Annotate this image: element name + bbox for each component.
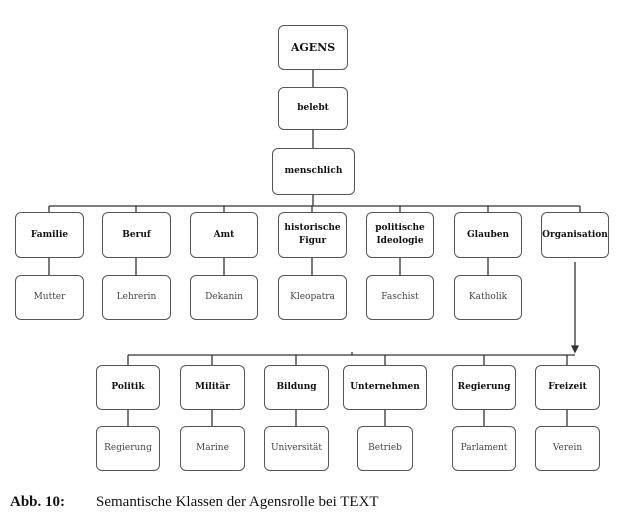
arrow-head (570, 345, 580, 354)
node-agens: AGENS (278, 25, 348, 70)
node-org-example: Verein (535, 426, 600, 471)
node-org-type: Politik (96, 365, 160, 410)
node-org-type: Freizeit (535, 365, 600, 410)
node-org-type: Unternehmen (343, 365, 427, 410)
node-org-type: Militär (180, 365, 245, 410)
node-class: historische Figur (278, 212, 347, 258)
node-example: Lehrerin (102, 275, 171, 320)
node-belebt: belebt (278, 87, 348, 130)
node-example: Mutter (15, 275, 84, 320)
node-example: Katholik (454, 275, 522, 320)
node-menschlich: menschlich (272, 148, 355, 195)
node-org-example: Marine (180, 426, 245, 471)
caption-text: Semantische Klassen der Agensrolle bei T… (96, 494, 379, 510)
node-example: Dekanin (190, 275, 258, 320)
node-example: Kleopatra (278, 275, 347, 320)
node-org-example: Regierung (96, 426, 160, 471)
node-org-example: Universität (264, 426, 329, 471)
node-org-type: Regierung (452, 365, 516, 410)
figure-caption: Abb. 10: Semantische Klassen der Agensrol… (10, 494, 379, 511)
node-class-organisation: Organisation (541, 212, 609, 258)
node-class: Glauben (454, 212, 522, 258)
node-class: Amt (190, 212, 258, 258)
node-org-example: Betrieb (357, 426, 413, 471)
node-org-example: Parlament (452, 426, 516, 471)
node-class: Familie (15, 212, 84, 258)
node-example: Faschist (366, 275, 434, 320)
node-class: Beruf (102, 212, 171, 258)
node-class: politische Ideologie (366, 212, 434, 258)
node-org-type: Bildung (264, 365, 329, 410)
caption-label: Abb. 10: (10, 494, 66, 510)
